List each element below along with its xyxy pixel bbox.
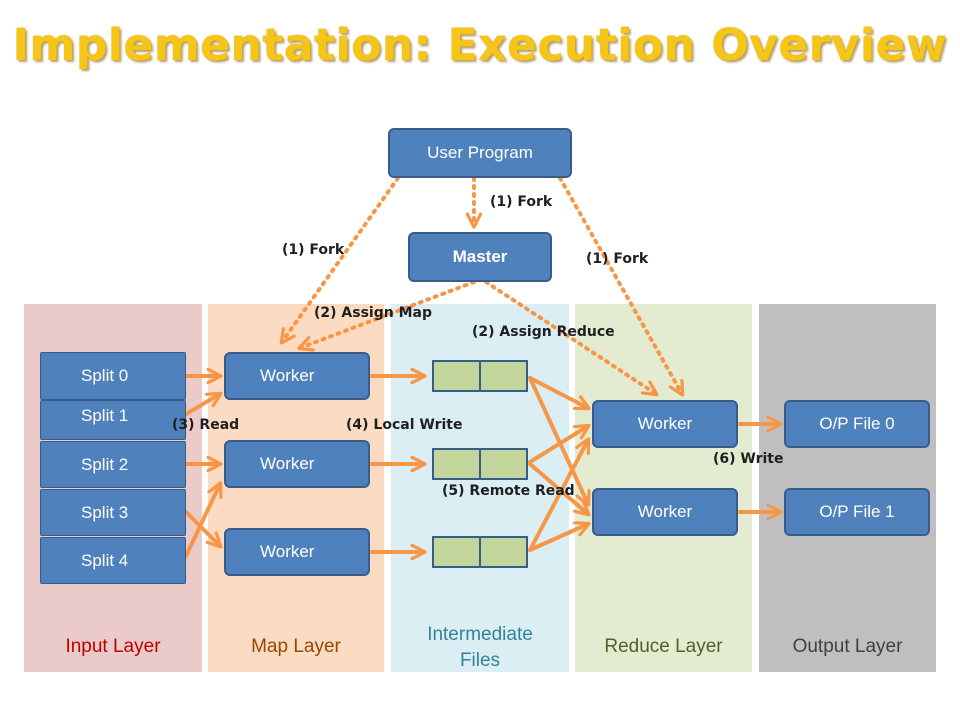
reduce-worker-2: Worker: [592, 488, 738, 536]
input-layer-label: Input Layer: [65, 636, 161, 657]
slide-title: Implementation: Execution Overview: [12, 20, 948, 71]
read-arrow-split3: [184, 510, 220, 546]
write-label: (6) Write: [713, 451, 784, 467]
master-node: Master: [408, 232, 552, 282]
remote-read-arrow-6: [528, 524, 588, 552]
assign-reduce-arrow: [484, 280, 656, 394]
remote-read-arrow-3: [528, 426, 588, 464]
fork-label-left: (1) Fork: [282, 242, 345, 258]
intermediate-file-2: [432, 448, 528, 480]
map-worker-3: Worker: [224, 528, 370, 576]
fork-label-center: (1) Fork: [490, 194, 553, 210]
remote-read-arrow-2: [528, 376, 588, 504]
read-arrow-split4: [184, 484, 220, 558]
split-3: Split 3: [40, 489, 186, 536]
split-1: Split 1: [40, 400, 186, 440]
intermediate-file-partition: [434, 538, 479, 566]
intermediate-file-3: [432, 536, 528, 568]
remote-read-arrow-1: [528, 376, 588, 408]
map-layer-label: Map Layer: [251, 636, 341, 657]
remote-read-label: (5) Remote Read: [442, 483, 575, 499]
output-file-0: O/P File 0: [784, 400, 930, 448]
intermediate-file-partition: [479, 450, 526, 478]
intermediate-file-partition: [479, 538, 526, 566]
output-layer-label: Output Layer: [792, 636, 903, 657]
remote-read-arrow-5: [528, 440, 588, 552]
output-file-1: O/P File 1: [784, 488, 930, 536]
read-arrow-split1: [184, 394, 220, 416]
map-worker-1: Worker: [224, 352, 370, 400]
intermediate-file-partition: [434, 450, 479, 478]
intermediate-file-partition: [479, 362, 526, 390]
split-2: Split 2: [40, 441, 186, 488]
assign-map-label: (2) Assign Map: [314, 305, 432, 321]
intermediate-file-1: [432, 360, 528, 392]
remote-read-arrow-4: [528, 462, 588, 514]
split-0: Split 0: [40, 352, 186, 400]
local-write-label: (4) Local Write: [346, 417, 463, 433]
split-4: Split 4: [40, 537, 186, 584]
read-label: (3) Read: [172, 417, 240, 433]
intermediate-file-partition: [434, 362, 479, 390]
fork-arrow-right: [558, 176, 682, 394]
intermediate-layer-label: Intermediate Files: [427, 624, 533, 671]
user-program-node: User Program: [388, 128, 572, 178]
map-worker-2: Worker: [224, 440, 370, 488]
reduce-layer-label: Reduce Layer: [604, 636, 723, 657]
reduce-worker-1: Worker: [592, 400, 738, 448]
fork-arrow-left: [282, 176, 400, 342]
assign-reduce-label: (2) Assign Reduce: [472, 324, 615, 340]
fork-label-right: (1) Fork: [586, 251, 649, 267]
assign-map-arrow: [300, 280, 476, 348]
